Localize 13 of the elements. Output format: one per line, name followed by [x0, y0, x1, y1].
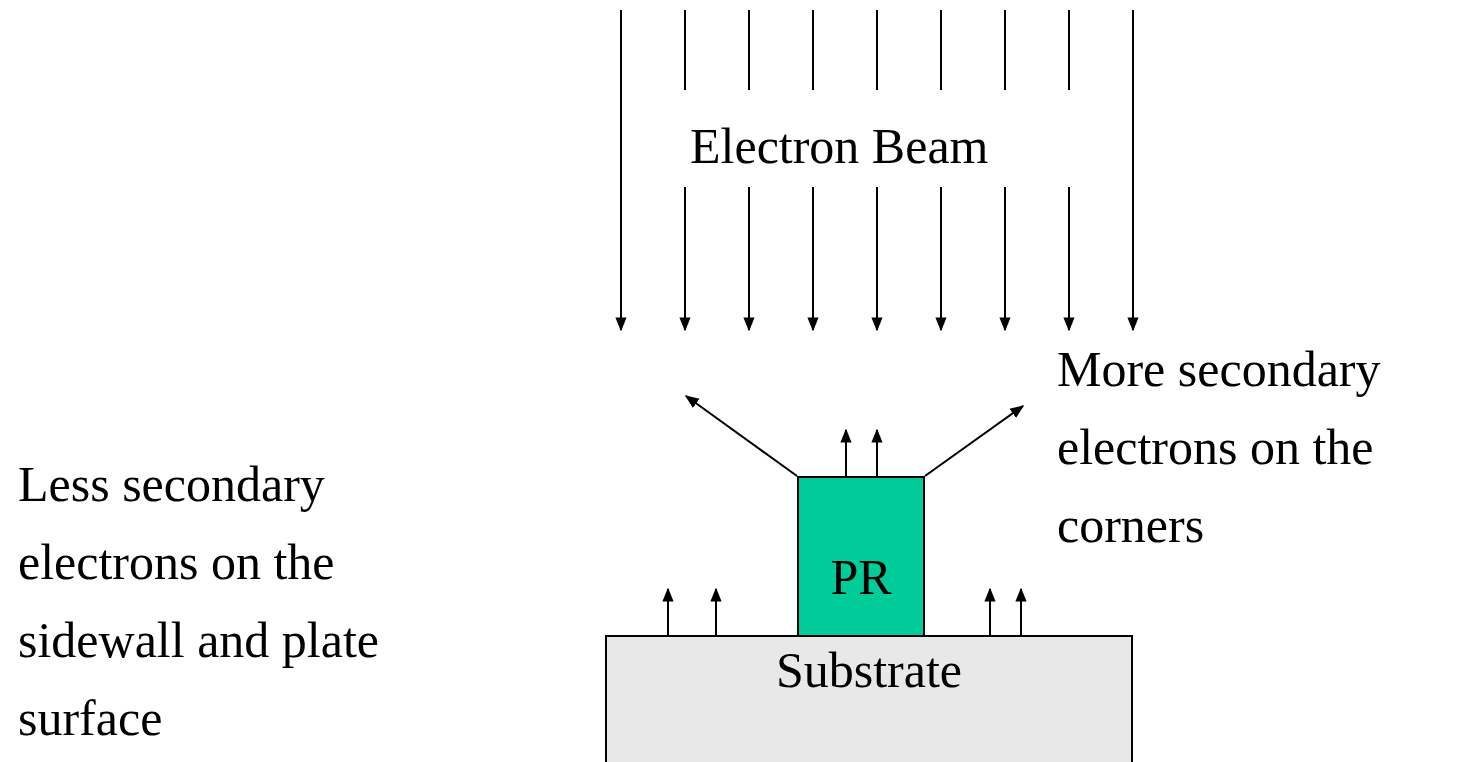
annotation-text: More secondary electrons on the corners — [1057, 340, 1382, 555]
emission-arrow — [684, 395, 798, 477]
beam-label: Electron Beam — [690, 117, 989, 176]
emission-arrow — [984, 587, 996, 636]
emission-arrow — [871, 428, 883, 477]
annotation-text: Less secondary electrons on the sidewall and plate surface — [18, 455, 380, 748]
emission-arrow — [662, 587, 674, 636]
emission-arrow — [710, 587, 722, 636]
emission-arrow — [840, 428, 852, 477]
emission-arrow — [924, 405, 1025, 477]
photoresist-block: PR — [797, 476, 925, 637]
substrate-block: Substrate — [605, 635, 1133, 762]
emission-arrow — [1015, 587, 1027, 636]
